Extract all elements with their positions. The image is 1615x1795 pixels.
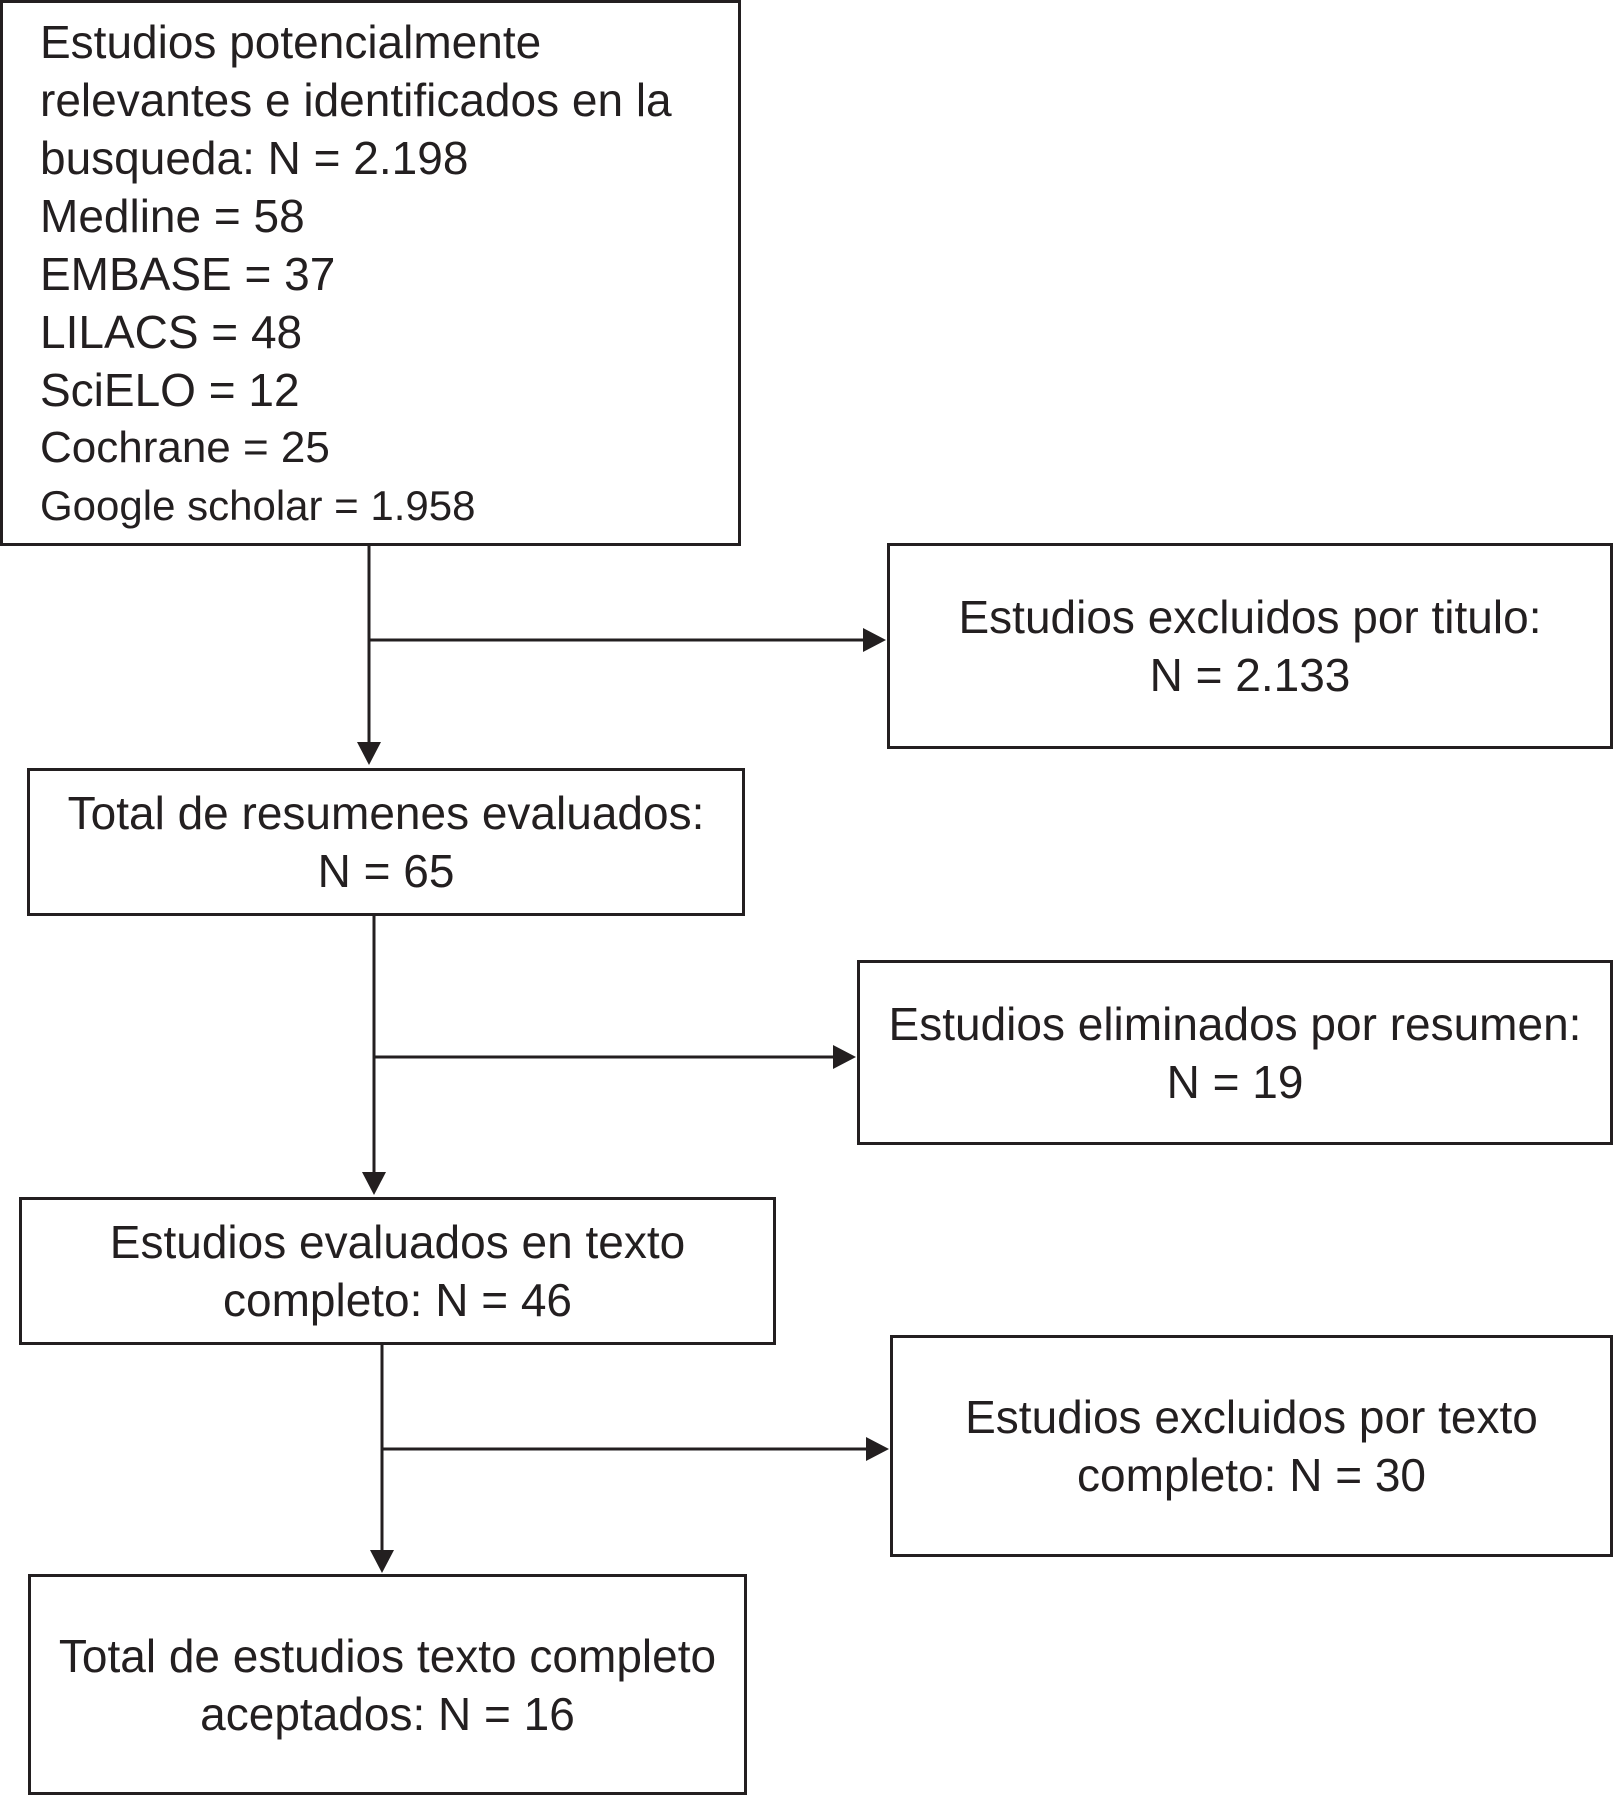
abstract-eliminated-box: Estudios eliminados por resumen: N = 19 (857, 960, 1613, 1145)
title-excluded-box: Estudios excluidos por titulo: N = 2.133 (887, 543, 1613, 749)
abstract-eliminated-line-1: Estudios eliminados por resumen: (888, 997, 1582, 1050)
abstracts-line-1: Total de resumenes evaluados: (67, 787, 705, 839)
fulltext-excluded-box: Estudios excluidos por texto completo: N… (890, 1335, 1613, 1557)
search-line-embase: EMBASE = 37 (40, 248, 336, 300)
abstracts-line-2: N = 65 (317, 845, 455, 897)
fulltext-excluded-line-1: Estudios excluidos por texto (965, 1391, 1538, 1443)
search-line-2: relevantes e identificados en la (40, 74, 672, 126)
search-line-google-scholar: Google scholar = 1.958 (40, 482, 476, 529)
arrowhead-to-fulltext-excluded (866, 1437, 889, 1461)
title-excluded-line-2: N = 2.133 (1149, 649, 1351, 701)
fulltext-excluded-line-2: completo: N = 30 (1076, 1449, 1427, 1501)
final-accepted-box: Total de estudios texto completo aceptad… (28, 1574, 747, 1795)
final-line-1: Total de estudios texto completo (58, 1629, 717, 1682)
fulltext-evaluated-box: Estudios evaluados en texto completo: N … (19, 1197, 776, 1345)
abstracts-evaluated-box: Total de resumenes evaluados: N = 65 (27, 768, 745, 916)
search-line-3: busqueda: N = 2.198 (40, 132, 469, 184)
abstract-eliminated-line-2: N = 19 (1166, 1055, 1304, 1108)
arrowhead-to-title-excluded (863, 628, 886, 652)
search-line-medline: Medline = 58 (40, 190, 305, 242)
arrowhead-fulltext-to-final (370, 1550, 394, 1573)
fulltext-line-2: completo: N = 46 (222, 1274, 573, 1326)
arrowhead-to-abstract-eliminated (833, 1045, 856, 1069)
title-excluded-line-1: Estudios excluidos por titulo: (958, 591, 1542, 643)
search-results-box: Estudios potencialmente relevantes e ide… (0, 0, 741, 546)
arrowhead-abstracts-to-fulltext (362, 1172, 386, 1195)
search-line-scielo: SciELO = 12 (40, 364, 300, 416)
search-line-cochrane: Cochrane = 25 (40, 423, 330, 472)
search-line-lilacs: LILACS = 48 (40, 306, 303, 358)
fulltext-line-1: Estudios evaluados en texto (109, 1216, 686, 1268)
final-line-2: aceptados: N = 16 (200, 1687, 575, 1740)
search-line-1: Estudios potencialmente (40, 16, 542, 68)
arrowhead-search-to-abstracts (357, 742, 381, 765)
